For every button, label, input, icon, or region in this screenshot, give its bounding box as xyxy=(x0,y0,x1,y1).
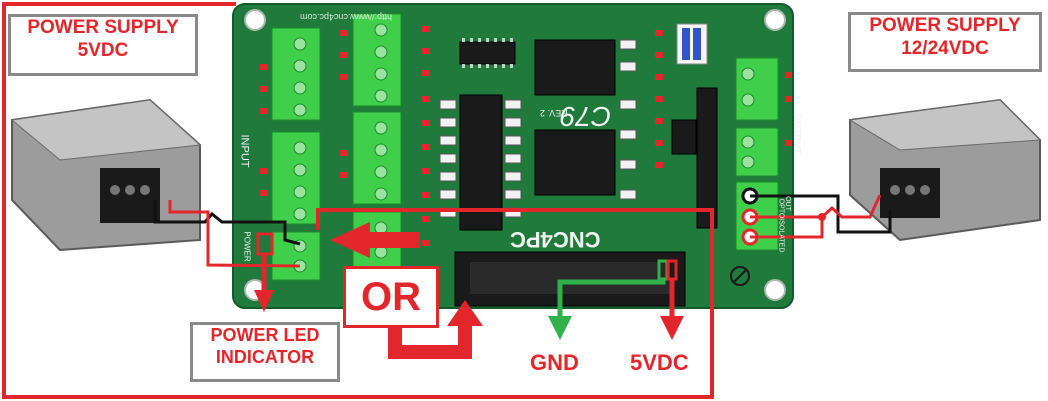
board-power-label: POWER xyxy=(242,231,252,262)
input-terminal-block-1 xyxy=(271,27,321,121)
board-model: C79 xyxy=(560,101,612,132)
psu-right-label-line-2: 12/24VDC xyxy=(901,37,989,59)
power-led-label: POWER LED INDICATOR xyxy=(190,322,340,382)
or-arrow-lower xyxy=(388,300,483,359)
five-vdc-arrow-icon xyxy=(660,259,684,340)
gnd-label: GND xyxy=(530,350,579,375)
power-led-label-line-2: INDICATOR xyxy=(215,346,315,367)
five-vdc-label: 5VDC xyxy=(630,350,689,375)
board-url: http://www.cnc4pc.com xyxy=(300,12,393,22)
psu-right-icon xyxy=(848,98,1042,242)
pcb-board xyxy=(232,3,794,309)
input-terminal-block-2 xyxy=(271,131,321,225)
resistor-array xyxy=(439,39,637,218)
psu-right-label-line-1: POWER SUPPLY xyxy=(869,15,1021,36)
psu-left-label-line-2: 5VDC xyxy=(77,39,129,61)
dip-switch xyxy=(676,23,708,65)
ic-chips xyxy=(459,39,718,231)
output-terminal-block-2 xyxy=(735,127,779,177)
power-led-label-line-1: POWER LED xyxy=(210,325,320,345)
or-arrow-upper xyxy=(330,222,420,258)
psu-left-icon xyxy=(10,98,202,252)
ground-mark-icon xyxy=(730,266,750,286)
psu-left-label: POWER SUPPLY 5VDC xyxy=(8,14,198,76)
board-rev: REV. 2 xyxy=(540,108,568,118)
red-outline-path xyxy=(2,2,714,399)
psu-left-label-line-1: POWER SUPPLY xyxy=(27,17,179,38)
input-terminal-block-4 xyxy=(352,111,402,205)
power-led-marker xyxy=(254,232,274,312)
input-terminal-block-3 xyxy=(352,13,402,107)
board-brand: CNC4PC xyxy=(510,227,601,252)
output-terminal-block-1 xyxy=(735,57,779,121)
ic-pins xyxy=(462,38,513,68)
board-input-label: INPUT xyxy=(238,134,251,168)
idc-connector xyxy=(454,251,686,307)
or-label: OR xyxy=(343,266,439,328)
psu-right-label: POWER SUPPLY 12/24VDC xyxy=(848,12,1042,72)
board-output-label: OUTPUT xyxy=(791,112,803,155)
led-column-left xyxy=(260,26,792,246)
wires-left xyxy=(153,200,301,268)
wires-right xyxy=(750,194,892,239)
power-terminal-block xyxy=(271,231,321,281)
board-out-label: OUT xyxy=(783,196,791,211)
